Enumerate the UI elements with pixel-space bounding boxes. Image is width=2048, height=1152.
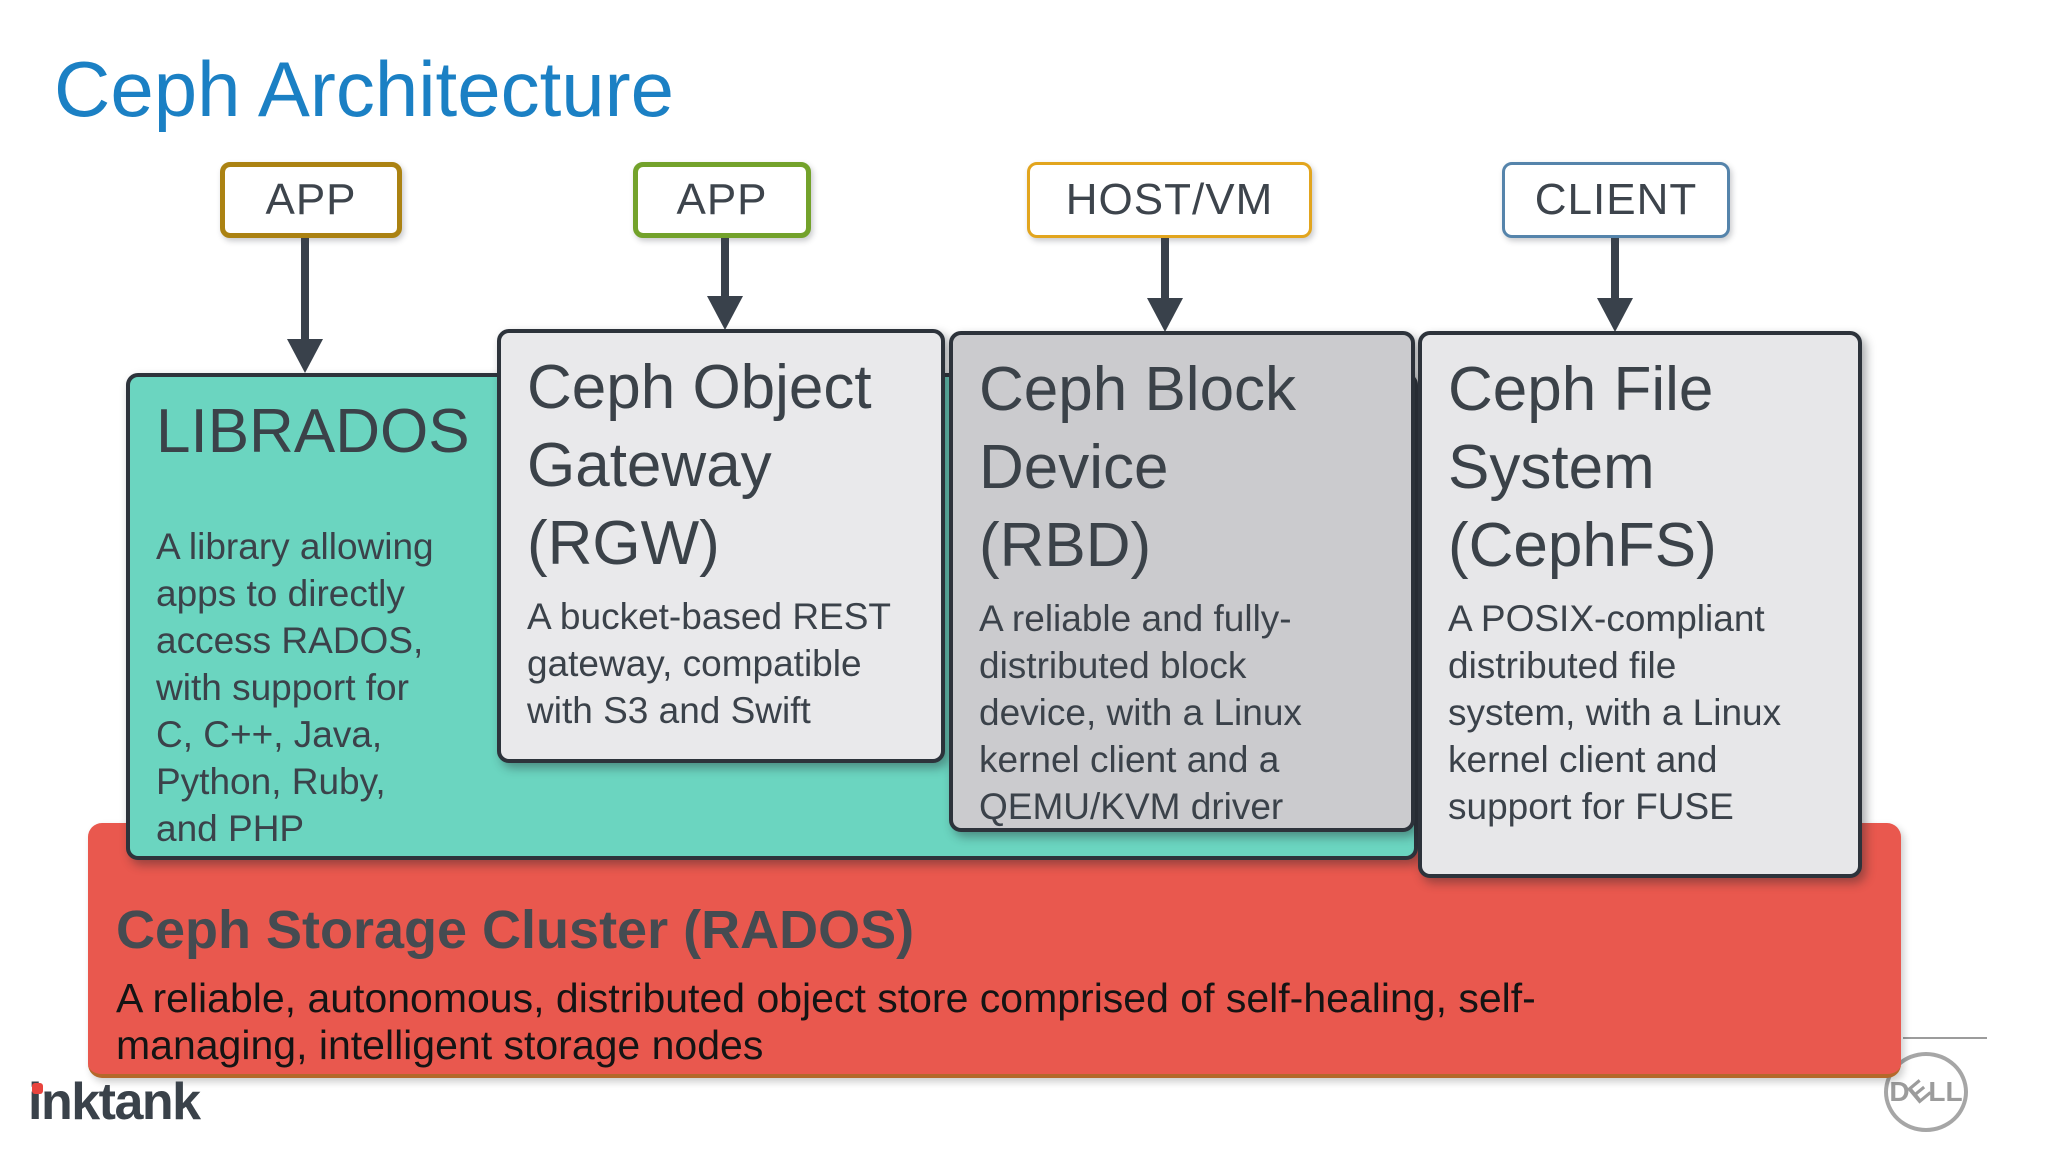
page-title: Ceph Architecture <box>54 45 675 133</box>
arrow-shaft <box>1611 238 1619 298</box>
librados-title: LIBRADOS <box>156 397 470 466</box>
librados-description: A library allowing apps to directly acce… <box>156 526 434 849</box>
arrow-head <box>287 339 323 373</box>
app-box-1: APP <box>220 162 402 238</box>
footer-divider-line <box>1903 1037 1987 1039</box>
file-system-box: Ceph File System (CephFS) A POSIX-compli… <box>1418 331 1862 878</box>
app-box-2-label: APP <box>676 175 768 224</box>
arrow-shaft <box>721 238 729 296</box>
arrow-head <box>1147 298 1183 332</box>
inktank-logo-text: inktank <box>28 1073 201 1131</box>
object-gateway-description: A bucket-based REST gateway, compatible … <box>527 596 892 731</box>
app-box-2: APP <box>633 162 811 238</box>
dell-letter: L <box>1928 1076 1946 1107</box>
block-device-description: A reliable and fully- distributed block … <box>979 598 1302 827</box>
storage-cluster-title: Ceph Storage Cluster (RADOS) <box>116 900 915 960</box>
file-system-title: Ceph File System (CephFS) <box>1448 355 1717 580</box>
dell-letter: D <box>1889 1076 1910 1107</box>
dell-letter: L <box>1945 1076 1963 1107</box>
client-label: CLIENT <box>1534 175 1698 224</box>
arrow-head <box>1597 298 1633 332</box>
client-box: CLIENT <box>1502 162 1730 238</box>
object-gateway-title: Ceph Object Gateway (RGW) <box>527 353 872 578</box>
block-device-title: Ceph Block Device (RBD) <box>979 355 1297 580</box>
block-device-box: Ceph Block Device (RBD) A reliable and f… <box>949 331 1415 832</box>
storage-cluster-description: A reliable, autonomous, distributed obje… <box>116 975 1536 1068</box>
app-box-1-label: APP <box>265 175 357 224</box>
inktank-logo-dot-icon <box>32 1083 43 1094</box>
host-vm-box: HOST/VM <box>1027 162 1312 238</box>
host-vm-label: HOST/VM <box>1065 175 1274 224</box>
arrow-shaft <box>1161 238 1169 298</box>
object-gateway-box: Ceph Object Gateway (RGW) A bucket-based… <box>497 329 945 763</box>
file-system-description: A POSIX-compliant distributed file syste… <box>1448 598 1782 827</box>
inktank-logo: inktank <box>28 1072 201 1132</box>
arrow-head <box>707 296 743 330</box>
arrow-shaft <box>301 238 309 339</box>
